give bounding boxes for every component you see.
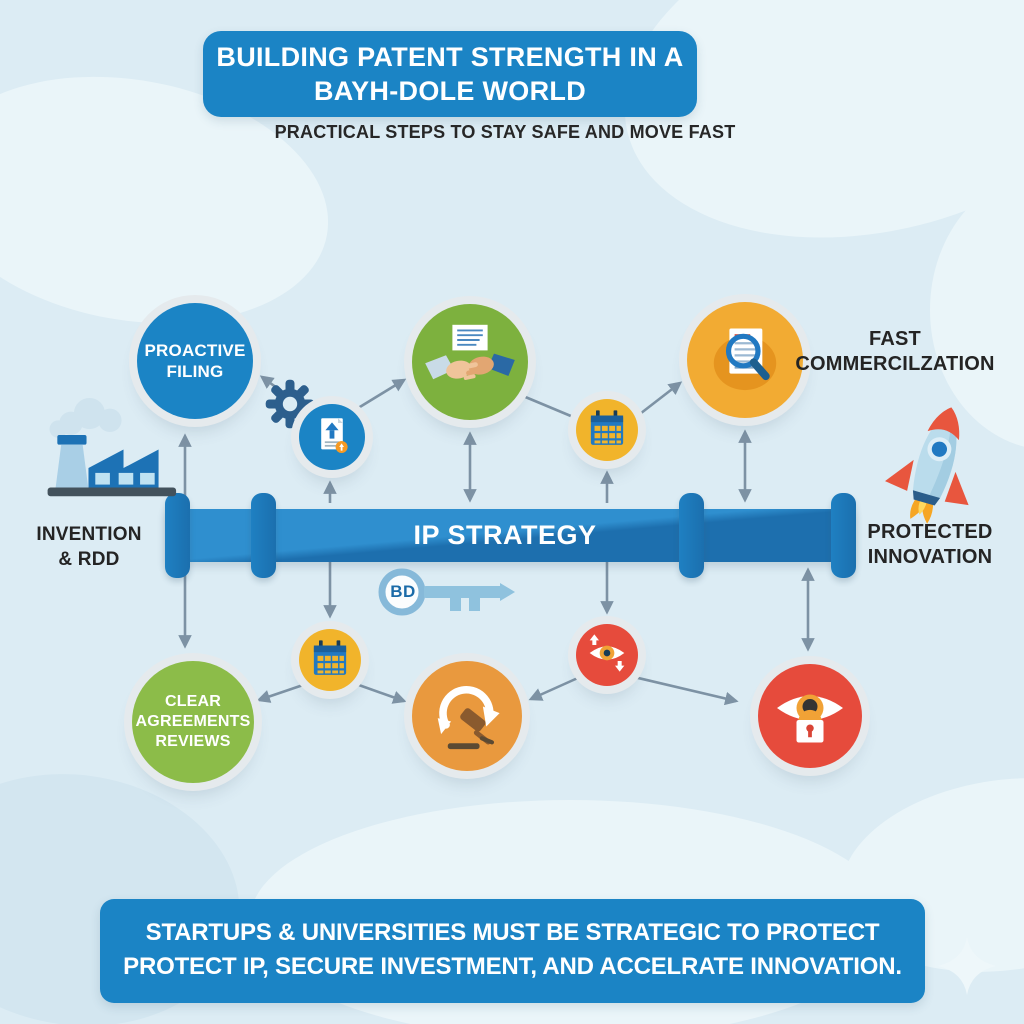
label-line: INNOVATION	[867, 546, 993, 568]
calendar-icon	[585, 406, 629, 455]
label-line: & RDD	[58, 549, 120, 570]
label-line: FAST	[869, 328, 921, 350]
sparkle-icon	[936, 935, 998, 997]
title-line2: BAYH-DOLE WORLD	[314, 76, 586, 106]
subtitle: PRACTICAL STEPS TO STAY SAFE AND MOVE FA…	[274, 122, 736, 142]
stage-label-invention: INVENTION & RDD	[8, 522, 170, 572]
node-label-line: AGREEMENTS	[135, 713, 251, 730]
node-monitoring-eye	[576, 624, 638, 686]
stage-label-protected-innovation: PROTECTED INNOVATION	[824, 520, 1024, 570]
eye-lock-icon	[765, 669, 855, 764]
document-upload-icon	[308, 411, 356, 464]
label-line: PROTECTED	[867, 521, 993, 543]
node-document-review	[687, 302, 803, 418]
footer-banner: STARTUPS & UNIVERSITIES MUST BE STRATEGI…	[100, 899, 925, 1003]
footer-line2: PROTECT IP, SECURE INVESTMENT, AND ACCEL…	[123, 953, 902, 980]
node-clear-agreements: CLEAR AGREEMENTS REVIEWS	[132, 661, 254, 783]
header-banner: BUILDING PATENT STRENGTH IN A BAYH-DOLE …	[203, 31, 697, 117]
factory-icon	[28, 396, 184, 506]
node-confidential-eye-lock	[758, 664, 862, 768]
pipe-flange	[679, 493, 704, 578]
key-badge-label: BD	[390, 582, 416, 601]
title-line1: BUILDING PATENT STRENGTH IN A	[216, 42, 684, 72]
node-agreement-handshake	[412, 304, 528, 420]
eye-arrows-icon	[583, 629, 631, 682]
node-label-line: FILING	[166, 362, 224, 381]
document-search-icon	[693, 306, 797, 415]
pipe-label: IP STRATEGY	[413, 520, 597, 550]
rocket-icon	[878, 403, 993, 528]
node-label-line: REVIEWS	[155, 733, 231, 750]
footer-line1: STARTUPS & UNIVERSITIES MUST BE STRATEGI…	[145, 919, 880, 946]
pipe-flange	[251, 493, 276, 578]
node-label-line: PROACTIVE	[144, 341, 246, 360]
node-calendar-top	[576, 399, 638, 461]
label-line: COMMERCILZATION	[795, 353, 995, 375]
gavel-refresh-icon	[421, 668, 513, 765]
node-label-line: CLEAR	[164, 693, 222, 710]
calendar-icon	[308, 636, 352, 685]
handshake-icon	[422, 322, 518, 403]
node-proactive-filing: PROACTIVE FILING	[137, 303, 253, 419]
ip-strategy-pipe	[165, 509, 855, 562]
key-icon: BD	[330, 562, 520, 622]
label-line: INVENTION	[36, 524, 142, 545]
stage-label-fast-commercialization: FAST COMMERCILZATION	[788, 327, 1002, 377]
node-filing-document	[299, 404, 365, 470]
node-calendar-bottom	[299, 629, 361, 691]
node-compliance-gavel	[412, 661, 522, 771]
pipe-flange	[831, 493, 856, 578]
